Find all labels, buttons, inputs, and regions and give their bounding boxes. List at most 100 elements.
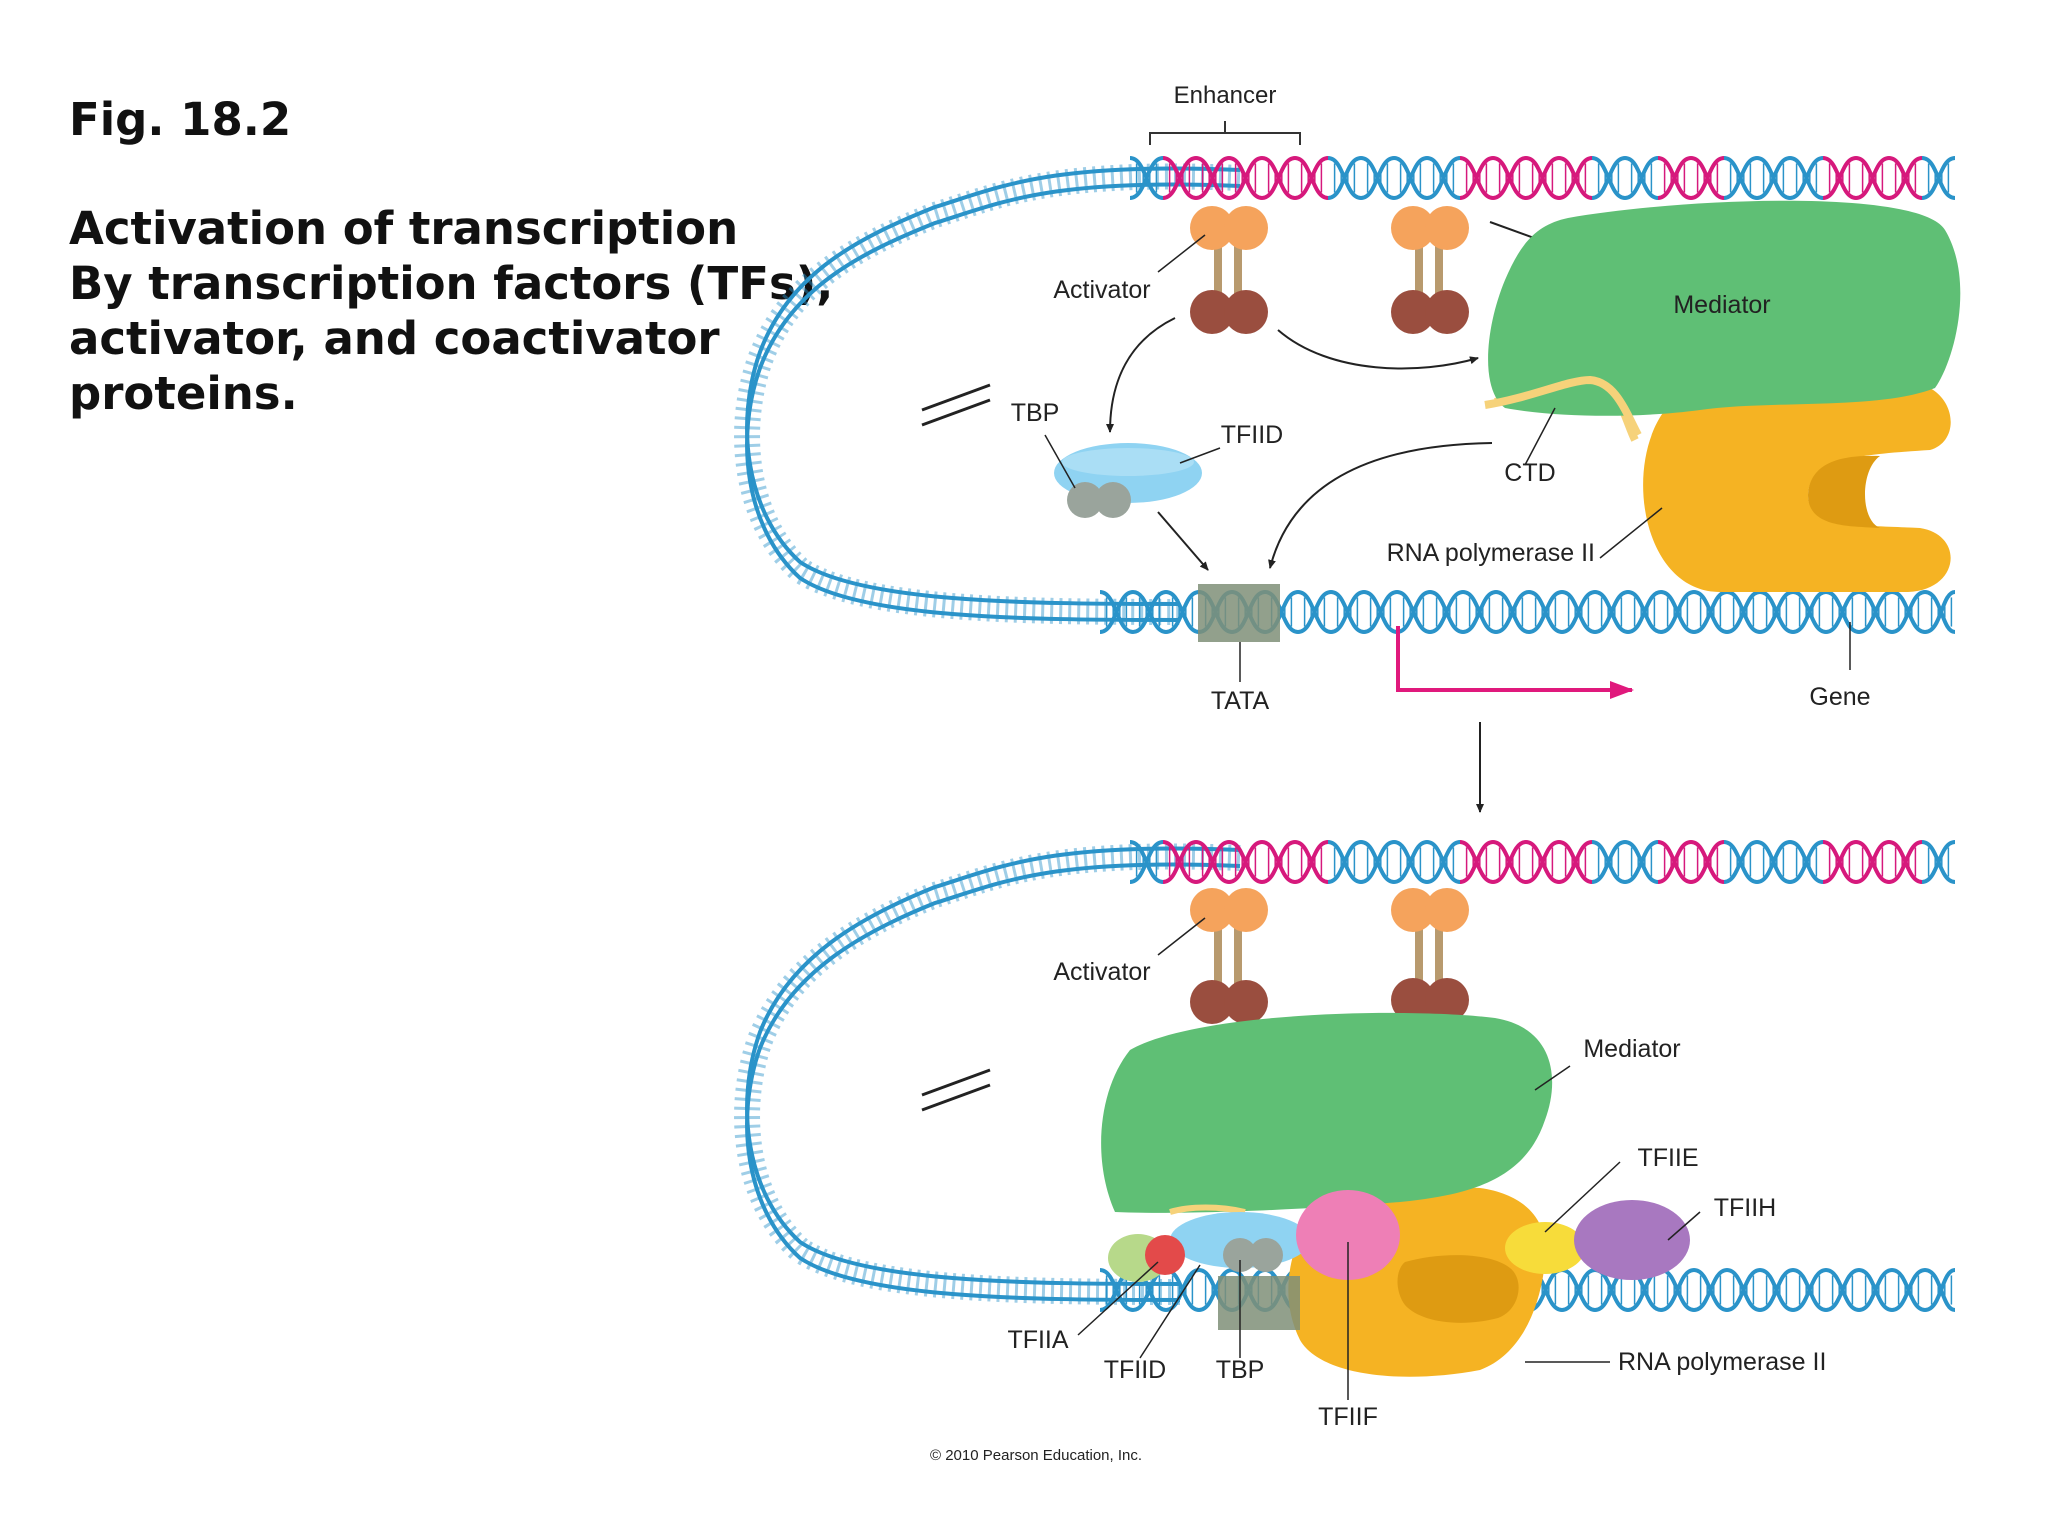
- dna-strand-segment: [1330, 590, 1365, 634]
- dna-strand-segment: [1558, 840, 1593, 884]
- dna-strand-segment: [1525, 840, 1560, 884]
- dna-strand-segment: [1561, 590, 1596, 634]
- dna-strand-segment: [1261, 840, 1296, 884]
- copyright: © 2010 Pearson Education, Inc.: [930, 1447, 1142, 1464]
- dna-strand-segment: [1459, 840, 1494, 884]
- mediator-label-bottom: Mediator: [1583, 1035, 1680, 1063]
- tfiid-label-bottom: TFIID: [1104, 1356, 1167, 1384]
- dna-strand-segment: [1165, 1268, 1200, 1312]
- dna-loop-top: [734, 163, 1241, 625]
- dna-strand-segment: [1228, 156, 1263, 200]
- top-panel: Enhancer Activator: [734, 82, 1961, 715]
- dna-strand-segment: [1759, 590, 1794, 634]
- tbp-top: [1067, 482, 1131, 518]
- dna-strand-segment: [1462, 590, 1497, 634]
- tata-box-bottom: [1218, 1276, 1300, 1330]
- dna-strand-segment: [1327, 156, 1362, 200]
- tfiih-bottom: [1574, 1200, 1690, 1280]
- dna-strand-segment: [1261, 156, 1296, 200]
- activator-bottom-1: [1190, 888, 1268, 1024]
- dna-strand-segment: [1693, 590, 1728, 634]
- dna-strand-segment: [1624, 840, 1659, 884]
- tbp-label-top: TBP: [1011, 399, 1060, 427]
- tfiie-label: TFIIE: [1637, 1144, 1698, 1172]
- dna-strand-segment: [1558, 156, 1593, 200]
- dna-strand-segment: [1891, 590, 1926, 634]
- dna-strand-segment: [1888, 156, 1923, 200]
- enhancer-bracket: Enhancer: [1149, 82, 1301, 145]
- ctd-bottom: [1169, 1204, 1246, 1215]
- dna-strand-segment: [1195, 156, 1230, 200]
- tata-label: TATA: [1211, 687, 1270, 715]
- dna-strand-segment: [1165, 590, 1200, 634]
- dna-strand-segment: [1891, 1268, 1926, 1312]
- dna-strand-segment: [1129, 840, 1164, 884]
- dna-strand-segment: [1660, 1268, 1695, 1312]
- transcription-start-arrow: [1396, 626, 1634, 699]
- enhancer-label: Enhancer: [1174, 82, 1277, 109]
- dna-strand-segment: [1924, 590, 1956, 634]
- dna-upper-strand-bottom: [1129, 840, 1956, 884]
- dna-strand-segment: [1294, 840, 1329, 884]
- dna-strand-segment: [1162, 840, 1197, 884]
- dna-strand-segment: [1099, 590, 1134, 634]
- dna-strand-segment: [1327, 840, 1362, 884]
- bottom-panel: Activator Mediator TFIIE TFIIH TFIIA: [734, 840, 1956, 1431]
- dna-strand-segment: [1132, 590, 1167, 634]
- dna-strand-segment: [1525, 156, 1560, 200]
- dna-strand-segment: [1561, 1268, 1596, 1312]
- activator-bottom-2: [1391, 888, 1469, 1022]
- dna-break-top: [921, 383, 991, 427]
- dna-strand-segment: [1627, 590, 1662, 634]
- dna-strand-segment: [1855, 156, 1890, 200]
- caption-line-2: By transcription factors (TFs),: [69, 257, 834, 310]
- tfiih-label: TFIIH: [1714, 1194, 1777, 1222]
- dna-strand-segment: [1195, 840, 1230, 884]
- dna-strand-segment: [1393, 156, 1428, 200]
- dna-strand-segment: [1657, 156, 1692, 200]
- tfiie-bottom: [1505, 1222, 1585, 1274]
- dna-strand-segment: [1129, 156, 1164, 200]
- dna-strand-segment: [1360, 840, 1395, 884]
- activator-label-bottom: Activator: [1053, 958, 1150, 986]
- dna-strand-segment: [1360, 156, 1395, 200]
- dna-strand-segment: [1858, 590, 1893, 634]
- activator-label-top: Activator: [1053, 276, 1150, 304]
- dna-strand-segment: [1426, 840, 1461, 884]
- dna-strand-segment: [1759, 1268, 1794, 1312]
- gene-label: Gene: [1809, 683, 1870, 711]
- dna-lower-strand-top: [1099, 590, 1956, 634]
- dna-strand-segment: [1591, 840, 1626, 884]
- dna-strand-segment: [1921, 840, 1956, 884]
- dna-strand-segment: [1924, 1268, 1956, 1312]
- dna-strand-segment: [1594, 590, 1629, 634]
- dna-strand-segment: [1162, 156, 1197, 200]
- dna-strand-segment: [1492, 840, 1527, 884]
- dna-strand-segment: [1459, 156, 1494, 200]
- caption-line-1: Activation of transcription: [69, 202, 739, 255]
- tfiif-label: TFIIF: [1318, 1403, 1378, 1431]
- tfiif-bottom: [1296, 1190, 1400, 1280]
- dna-strand-segment: [1690, 840, 1725, 884]
- dna-strand-segment: [1624, 156, 1659, 200]
- dna-strand-segment: [1426, 156, 1461, 200]
- dna-strand-segment: [1825, 1268, 1860, 1312]
- rna-pol-label-bottom: RNA polymerase II: [1618, 1348, 1826, 1376]
- dna-strand-segment: [1921, 156, 1956, 200]
- dna-strand-segment: [1723, 840, 1758, 884]
- tbp-label-bottom: TBP: [1216, 1356, 1265, 1384]
- dna-strand-segment: [1294, 156, 1329, 200]
- dna-strand-segment: [1660, 590, 1695, 634]
- dna-strand-segment: [1492, 156, 1527, 200]
- figure-number: Fig. 18.2: [69, 93, 292, 146]
- dna-strand-segment: [1429, 590, 1464, 634]
- tata-box-top: [1198, 584, 1280, 642]
- dna-strand-segment: [1789, 840, 1824, 884]
- dna-strand-segment: [1528, 590, 1563, 634]
- tfiia-label: TFIIA: [1007, 1326, 1068, 1354]
- figure-caption: Fig. 18.2 Activation of transcription By…: [69, 92, 889, 421]
- dna-strand-segment: [1690, 156, 1725, 200]
- caption-line-4: proteins.: [69, 367, 298, 420]
- dna-strand-segment: [1825, 590, 1860, 634]
